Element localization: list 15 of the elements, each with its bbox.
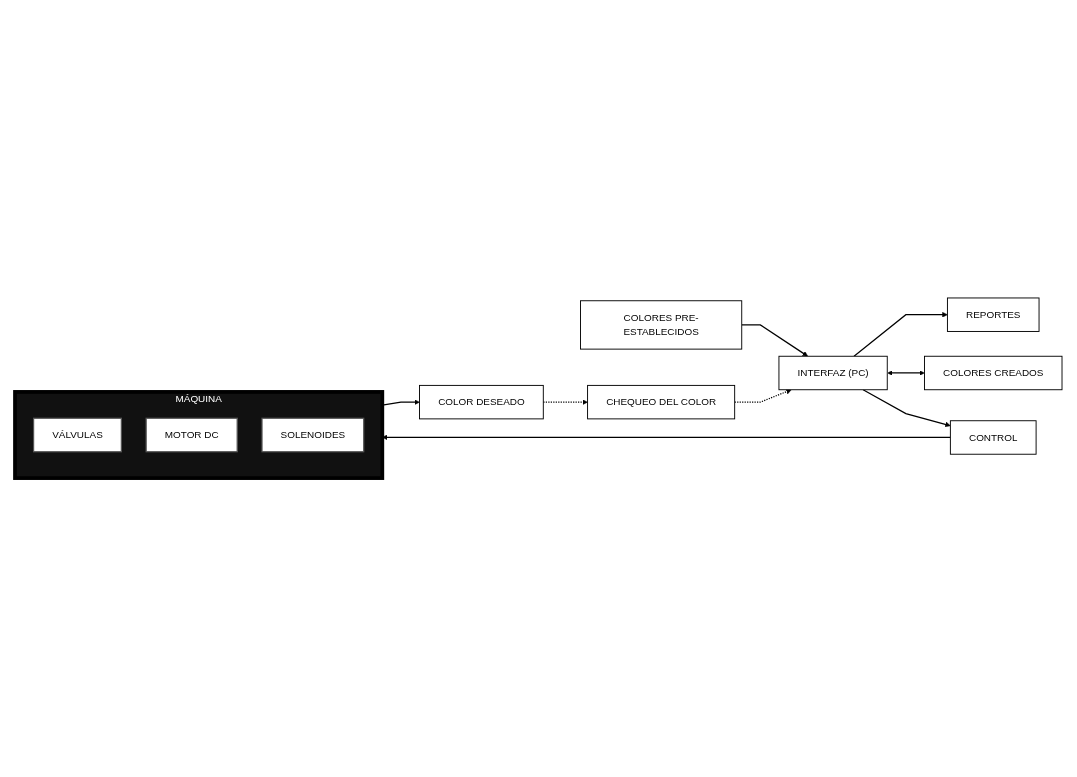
arrow [542,399,588,406]
arrow [741,324,808,357]
node-box: COLORES PRE-ESTABLECIDOS [580,300,743,351]
node-box: MOTOR DC [145,418,238,453]
node-box: CHEQUEO DEL COLOR [587,385,736,420]
node-box: REPORTES [946,297,1040,333]
node-box: VÁLVULAS [32,418,122,453]
arrow [887,370,925,377]
node-box: INTERFAZ (PC) [778,356,888,391]
node-box: COLORES CREADOS [924,356,1063,391]
node-box: CONTROL [949,420,1037,456]
node-box: COLOR DESEADO [419,385,544,420]
arrow [853,312,948,358]
arrow [734,389,792,404]
node-box: SOLENOIDES [261,418,365,453]
